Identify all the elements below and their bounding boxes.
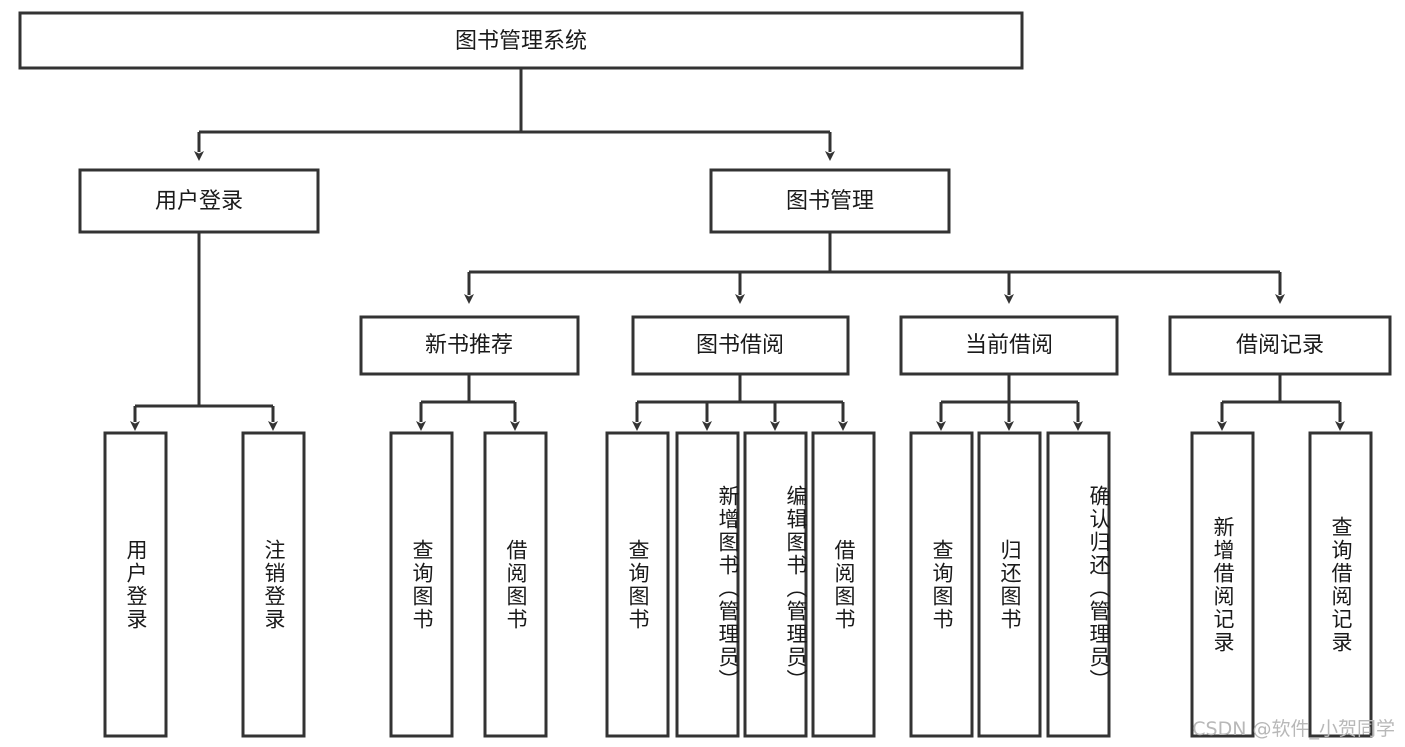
node-book-borrow-box[interactable] <box>631 315 850 376</box>
leaf-box-4[interactable] <box>605 431 670 738</box>
node-book-mgmt-label: 图书管理 <box>786 189 874 214</box>
node-user-login-box[interactable] <box>78 168 320 234</box>
node-current-borrow[interactable]: 当前借阅 <box>899 315 1119 376</box>
leaf-box-0[interactable] <box>103 431 168 738</box>
leaf-box-6[interactable] <box>743 431 808 738</box>
leaf-box-2[interactable] <box>389 431 454 738</box>
node-root[interactable]: 图书管理系统 <box>18 11 1024 70</box>
leaf-boxes <box>103 431 1373 738</box>
leaf-box-5[interactable] <box>675 431 740 738</box>
leaf-box-11[interactable] <box>1190 431 1255 738</box>
node-borrow-records-box[interactable] <box>1168 315 1392 376</box>
leaf-box-9[interactable] <box>977 431 1042 738</box>
leaf-box-12[interactable] <box>1308 431 1373 738</box>
node-user-login[interactable]: 用户登录 <box>78 168 320 234</box>
node-borrow-records-label: 借阅记录 <box>1236 333 1324 358</box>
node-current-borrow-label: 当前借阅 <box>965 333 1053 358</box>
connector-group-current <box>936 374 1083 431</box>
node-book-mgmt-box[interactable] <box>709 168 951 234</box>
connector-group-root <box>194 68 835 161</box>
node-current-borrow-box[interactable] <box>899 315 1119 376</box>
node-root-box[interactable] <box>18 11 1024 70</box>
leaf-box-1[interactable] <box>241 431 306 738</box>
node-new-book-recommend[interactable]: 新书推荐 <box>359 315 580 376</box>
watermark: CSDN @软件_小贺同学 <box>1192 718 1395 740</box>
connector-group-user-login <box>130 232 278 431</box>
node-root-label: 图书管理系统 <box>455 29 587 54</box>
connector-group-newbook <box>416 374 520 431</box>
leaf-box-3[interactable] <box>483 431 548 738</box>
node-new-book-recommend-box[interactable] <box>359 315 580 376</box>
node-new-book-recommend-label: 新书推荐 <box>425 333 513 358</box>
node-book-borrow-label: 图书借阅 <box>696 333 784 358</box>
connector-group-book-mgmt <box>464 232 1285 304</box>
connector-group-records <box>1217 374 1345 431</box>
connector-group-borrow <box>632 374 848 431</box>
node-book-borrow[interactable]: 图书借阅 <box>631 315 850 376</box>
node-user-login-label: 用户登录 <box>155 189 243 214</box>
leaf-box-8[interactable] <box>909 431 974 738</box>
node-borrow-records[interactable]: 借阅记录 <box>1168 315 1392 376</box>
leaf-box-10[interactable] <box>1046 431 1111 738</box>
node-book-mgmt[interactable]: 图书管理 <box>709 168 951 234</box>
leaf-box-7[interactable] <box>811 431 876 738</box>
